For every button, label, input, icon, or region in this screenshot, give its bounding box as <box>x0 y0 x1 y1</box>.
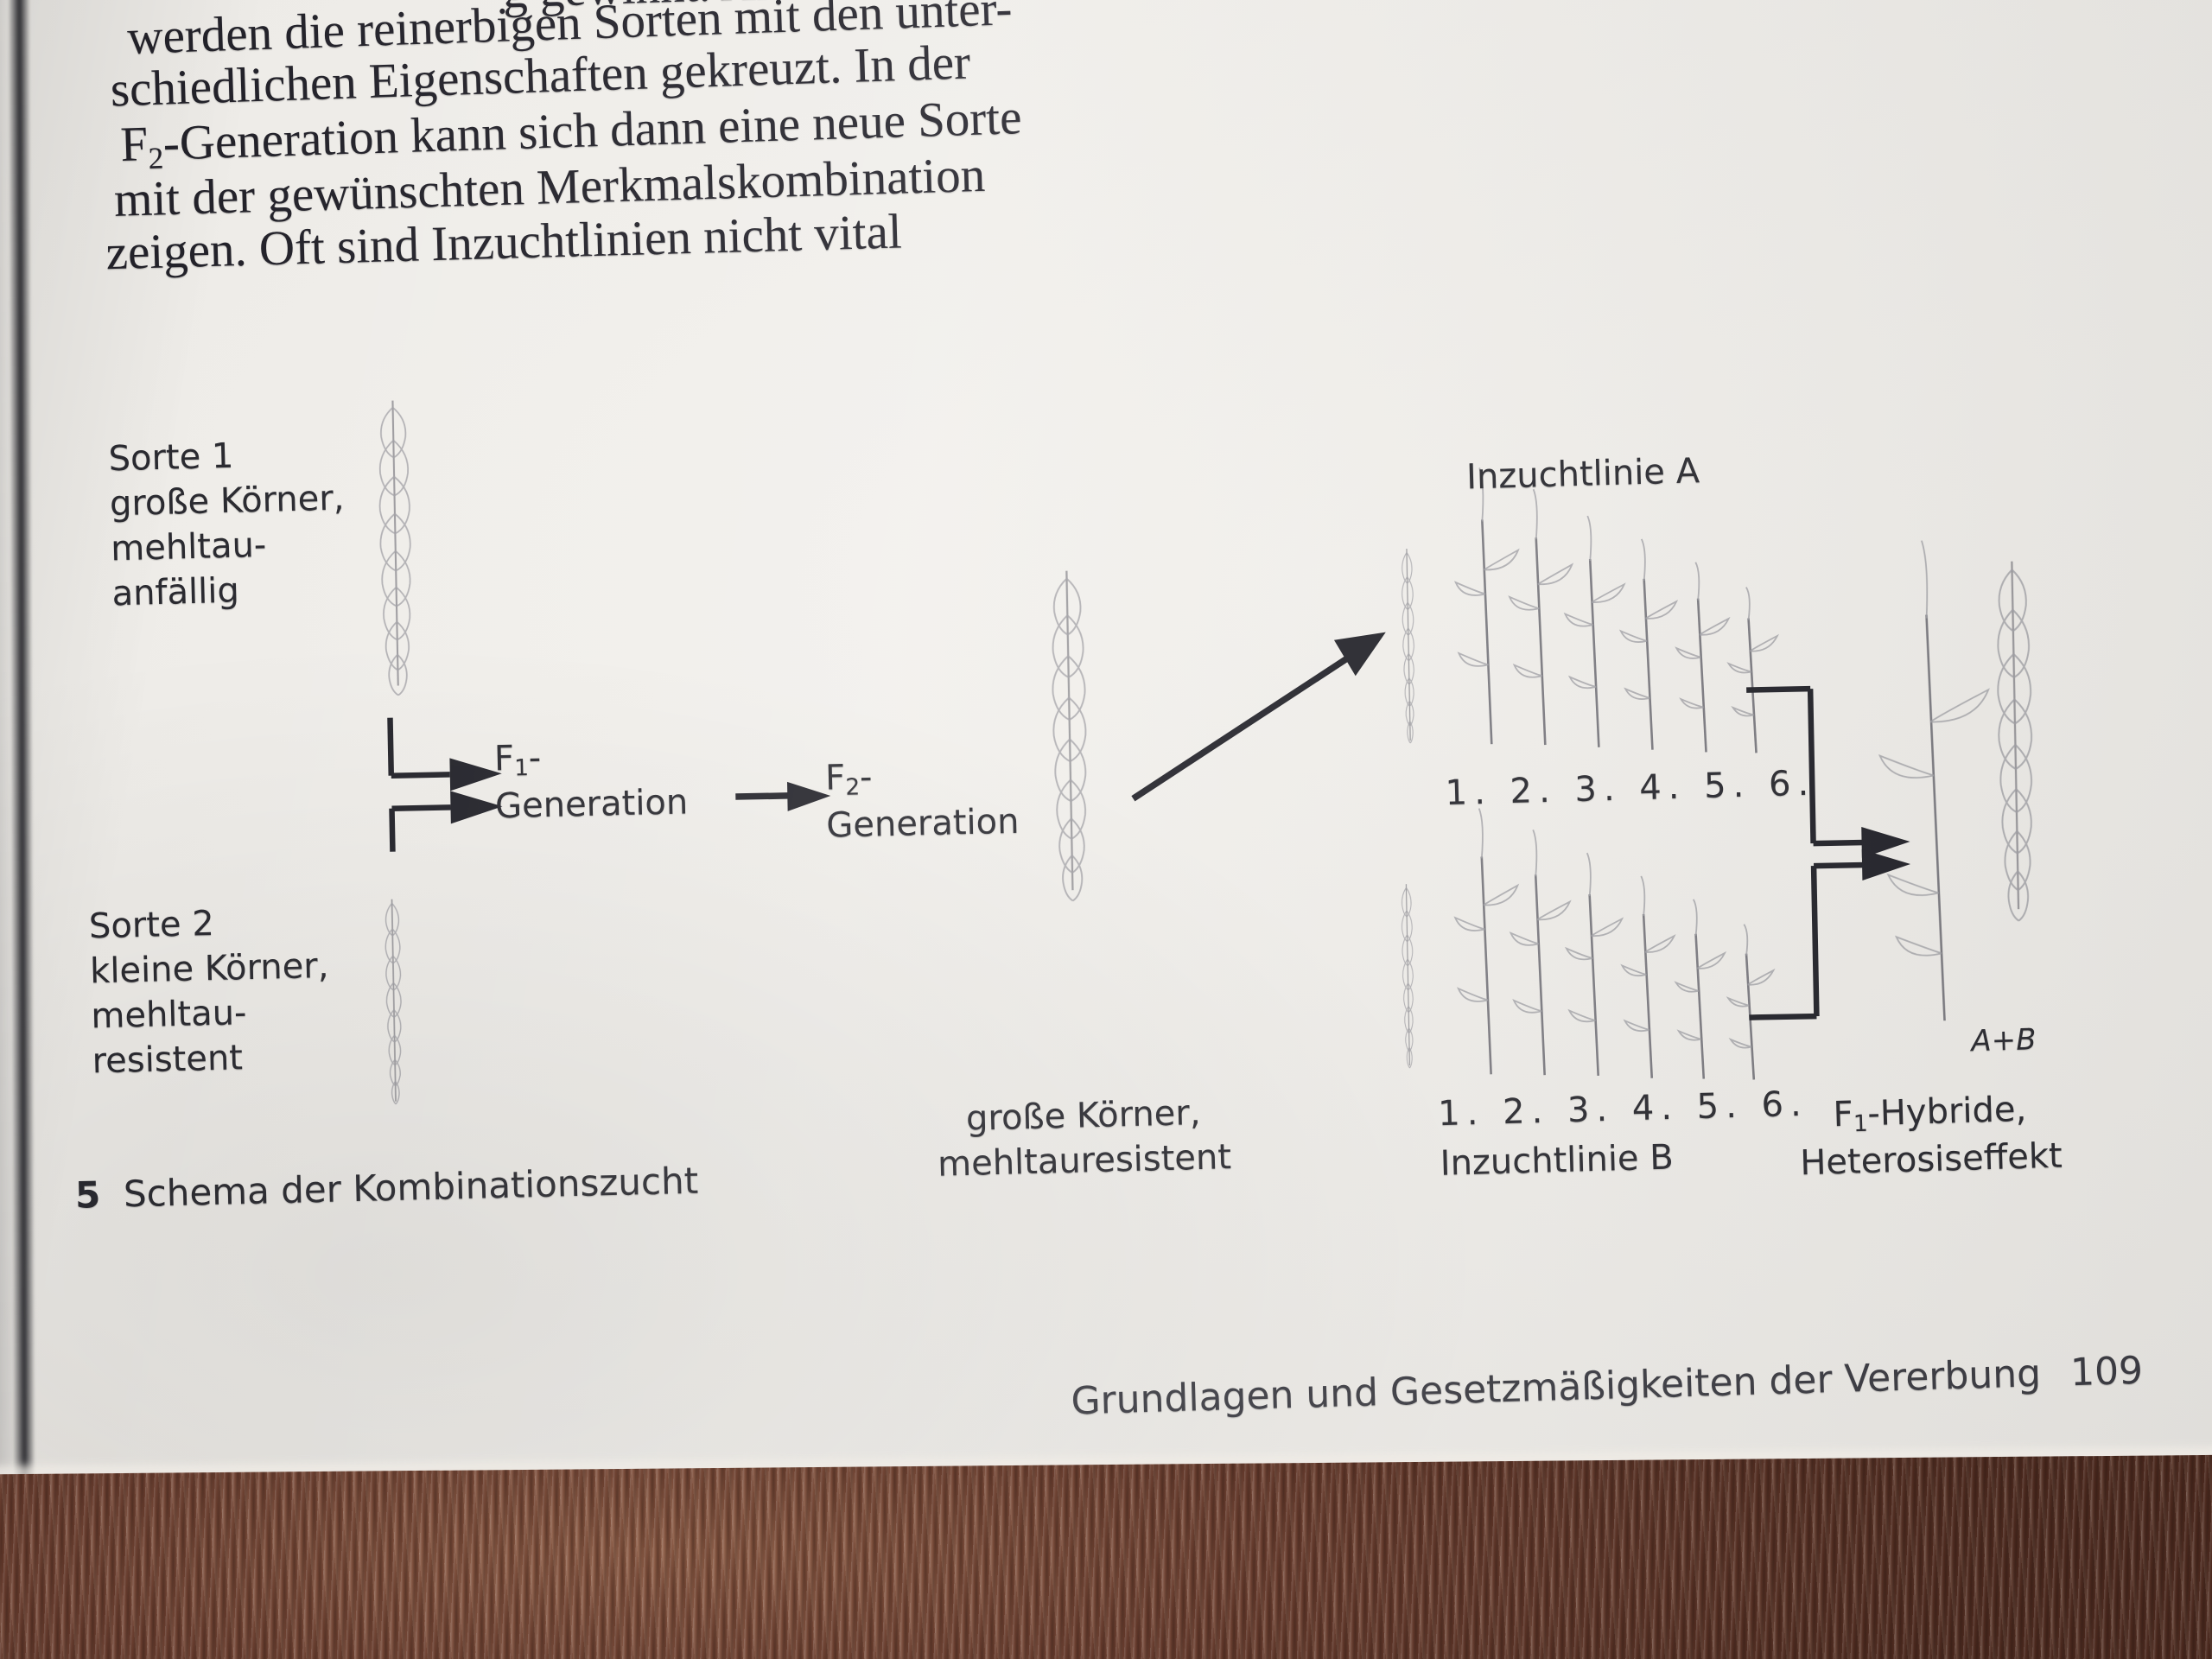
f2-label-prefix: F <box>119 117 149 173</box>
figure-caption-text: Schema der Kombinationszucht <box>123 1159 699 1216</box>
wheat-ear-hybrid <box>1994 560 2037 923</box>
page-number: 109 <box>2069 1348 2144 1395</box>
wheat-ear-inzuchtlinie-b <box>1400 883 1416 1069</box>
label-f1-generation: F1- Generation <box>493 732 688 829</box>
figure-caption: 5 Schema der Kombinationszucht <box>74 1158 699 1220</box>
label-inzuchtlinie-b: Inzuchtlinie B <box>1440 1137 1675 1184</box>
wheat-ear-inzuchtlinie-a <box>1400 548 1417 744</box>
f1-rest: - Generation <box>494 738 689 827</box>
label-inzuchtlinie-a: Inzuchtlinie A <box>1465 451 1700 498</box>
label-a-plus-b: A+B <box>1970 1022 2037 1059</box>
label-f1-hybride: F1-Hybride, Heterosiseffekt <box>1798 1086 2063 1186</box>
hybride-prefix: F <box>1832 1094 1854 1135</box>
footer-title: Grundlagen und Gesetzmäßigkeiten der Ver… <box>1070 1351 2042 1424</box>
arrow-f2-to-inzuchtlinie-a <box>1131 632 1386 802</box>
hybride-subscript: 1 <box>1853 1109 1869 1138</box>
arrow-f1-to-f2 <box>735 781 831 811</box>
wheat-ear-sorte2 <box>384 898 404 1105</box>
label-sorte-2: Sorte 2 kleine Körner, mehltau- resisten… <box>88 904 329 1082</box>
label-numbers-a: 1. 2. 3. 4. 5. 6. <box>1445 763 1816 814</box>
wheat-ear-f2 <box>1049 569 1090 903</box>
f2-rest: - Generation <box>825 757 1020 846</box>
label-f2-description: große Körner, mehltauresistent <box>937 1093 1232 1185</box>
hybrid-plant <box>1878 540 1990 1021</box>
bracket-a-b <box>1746 685 1866 1020</box>
label-sorte-1: Sorte 1 große Körner, mehltau- anfällig <box>108 435 346 614</box>
carpet-background <box>0 1454 2212 1659</box>
binding-gutter <box>7 0 36 1523</box>
book-page: g gewinnt. Anschließend werden die reine… <box>0 0 2212 1523</box>
f2-subscript: 2 <box>845 773 861 801</box>
arrowhead-hybrid-top <box>1861 827 1910 859</box>
f2-label-subscript: 2 <box>148 141 164 175</box>
f1-subscript: 1 <box>513 754 530 782</box>
page-footer: Grundlagen und Gesetzmäßigkeiten der Ver… <box>1071 1346 2144 1427</box>
f2-prefix: F <box>824 758 846 798</box>
cross-connector-f1 <box>387 717 451 852</box>
plants-inzuchtlinie-a <box>1453 467 1780 753</box>
label-numbers-b: 1. 2. 3. 4. 5. 6. <box>1437 1084 1809 1135</box>
f1-prefix: F <box>493 738 515 779</box>
wheat-ear-sorte1 <box>377 399 415 696</box>
plants-inzuchtlinie-b <box>1453 808 1776 1080</box>
arrowhead-hybrid-bottom <box>1861 849 1911 881</box>
label-f2-generation: F2- Generation <box>825 752 1020 849</box>
figure-caption-number: 5 <box>74 1173 101 1217</box>
